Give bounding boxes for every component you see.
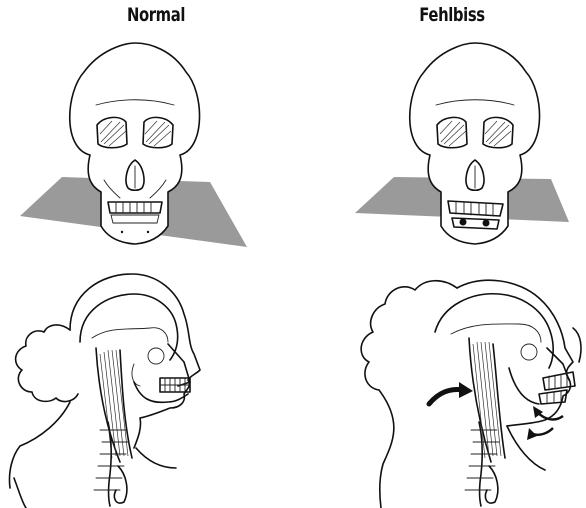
shoulder-outline bbox=[9, 402, 176, 508]
spine bbox=[465, 422, 499, 506]
tension-arrow-icon bbox=[429, 382, 473, 404]
head-side-malocclusion bbox=[293, 252, 586, 508]
shoulder-outline bbox=[379, 390, 545, 508]
skull-front-malocclusion bbox=[293, 30, 586, 252]
skull-side bbox=[435, 294, 569, 380]
neck-muscles bbox=[96, 348, 132, 462]
skull-front-normal bbox=[0, 30, 293, 252]
head-outline bbox=[457, 280, 581, 426]
label-fehlbiss: Fehlbiss bbox=[390, 4, 515, 26]
hair bbox=[16, 325, 78, 402]
hair bbox=[361, 281, 457, 390]
neck-muscles bbox=[469, 338, 505, 462]
skull-side bbox=[80, 294, 190, 386]
teeth-side-malocclusion bbox=[509, 368, 575, 404]
teeth-side-normal bbox=[134, 378, 190, 402]
head-side-normal bbox=[0, 252, 293, 508]
label-normal: Normal bbox=[94, 4, 219, 26]
head-outline bbox=[70, 274, 200, 448]
